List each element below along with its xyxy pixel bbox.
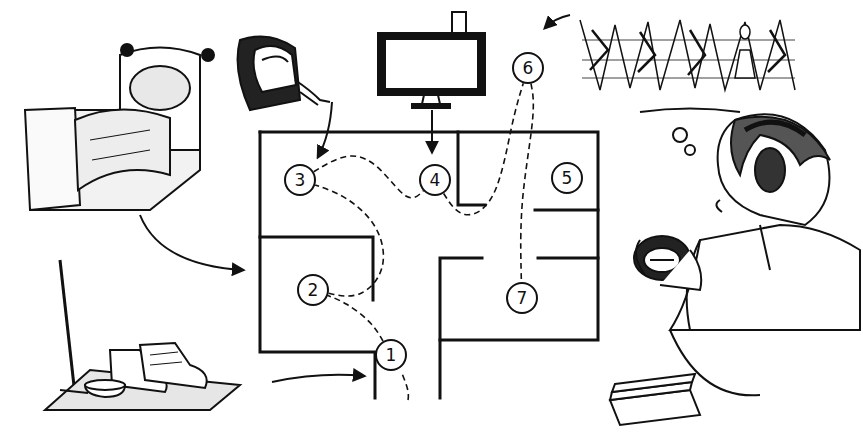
room-number: 5 [551,162,583,194]
wall [260,132,375,398]
armchair-illustration [238,36,330,110]
walk-path [315,185,383,296]
callout-number: 2 [308,282,319,299]
pointer-arrows [140,15,570,382]
callout-number: 6 [523,60,534,77]
callout-number: 5 [562,170,573,187]
walk-path [328,296,383,342]
wall [535,209,598,212]
forest-arrow [545,15,570,28]
armchair-arrow [318,102,332,157]
walk-path [521,84,534,282]
forest-illustration [575,18,800,112]
wall [260,132,598,398]
callout-number: 1 [386,347,397,364]
wall [538,257,598,260]
room-number: 2 [297,274,329,306]
wall [260,237,373,300]
callout-number: 3 [295,172,306,189]
room-number: 7 [506,282,538,314]
walk-path [444,83,524,214]
room-number: 3 [284,164,316,196]
wall [458,132,485,205]
floor-plan [260,132,598,398]
thought-bubbles [673,128,695,155]
bed-illustration [25,44,214,210]
person-illustration [610,114,860,425]
room-number: 4 [419,164,451,196]
shoes-illustration [45,260,240,410]
room-number: 6 [512,52,544,84]
callout-number: 7 [517,290,528,307]
monitor-arrow [431,110,433,152]
monitor-illustration [378,12,485,108]
bed-arrow [140,215,243,270]
room-number: 1 [375,339,407,371]
wall [440,258,482,340]
walk-path [402,373,408,400]
callout-number: 4 [430,172,441,189]
walk-path [314,156,424,198]
shoes-arrow [272,375,364,382]
